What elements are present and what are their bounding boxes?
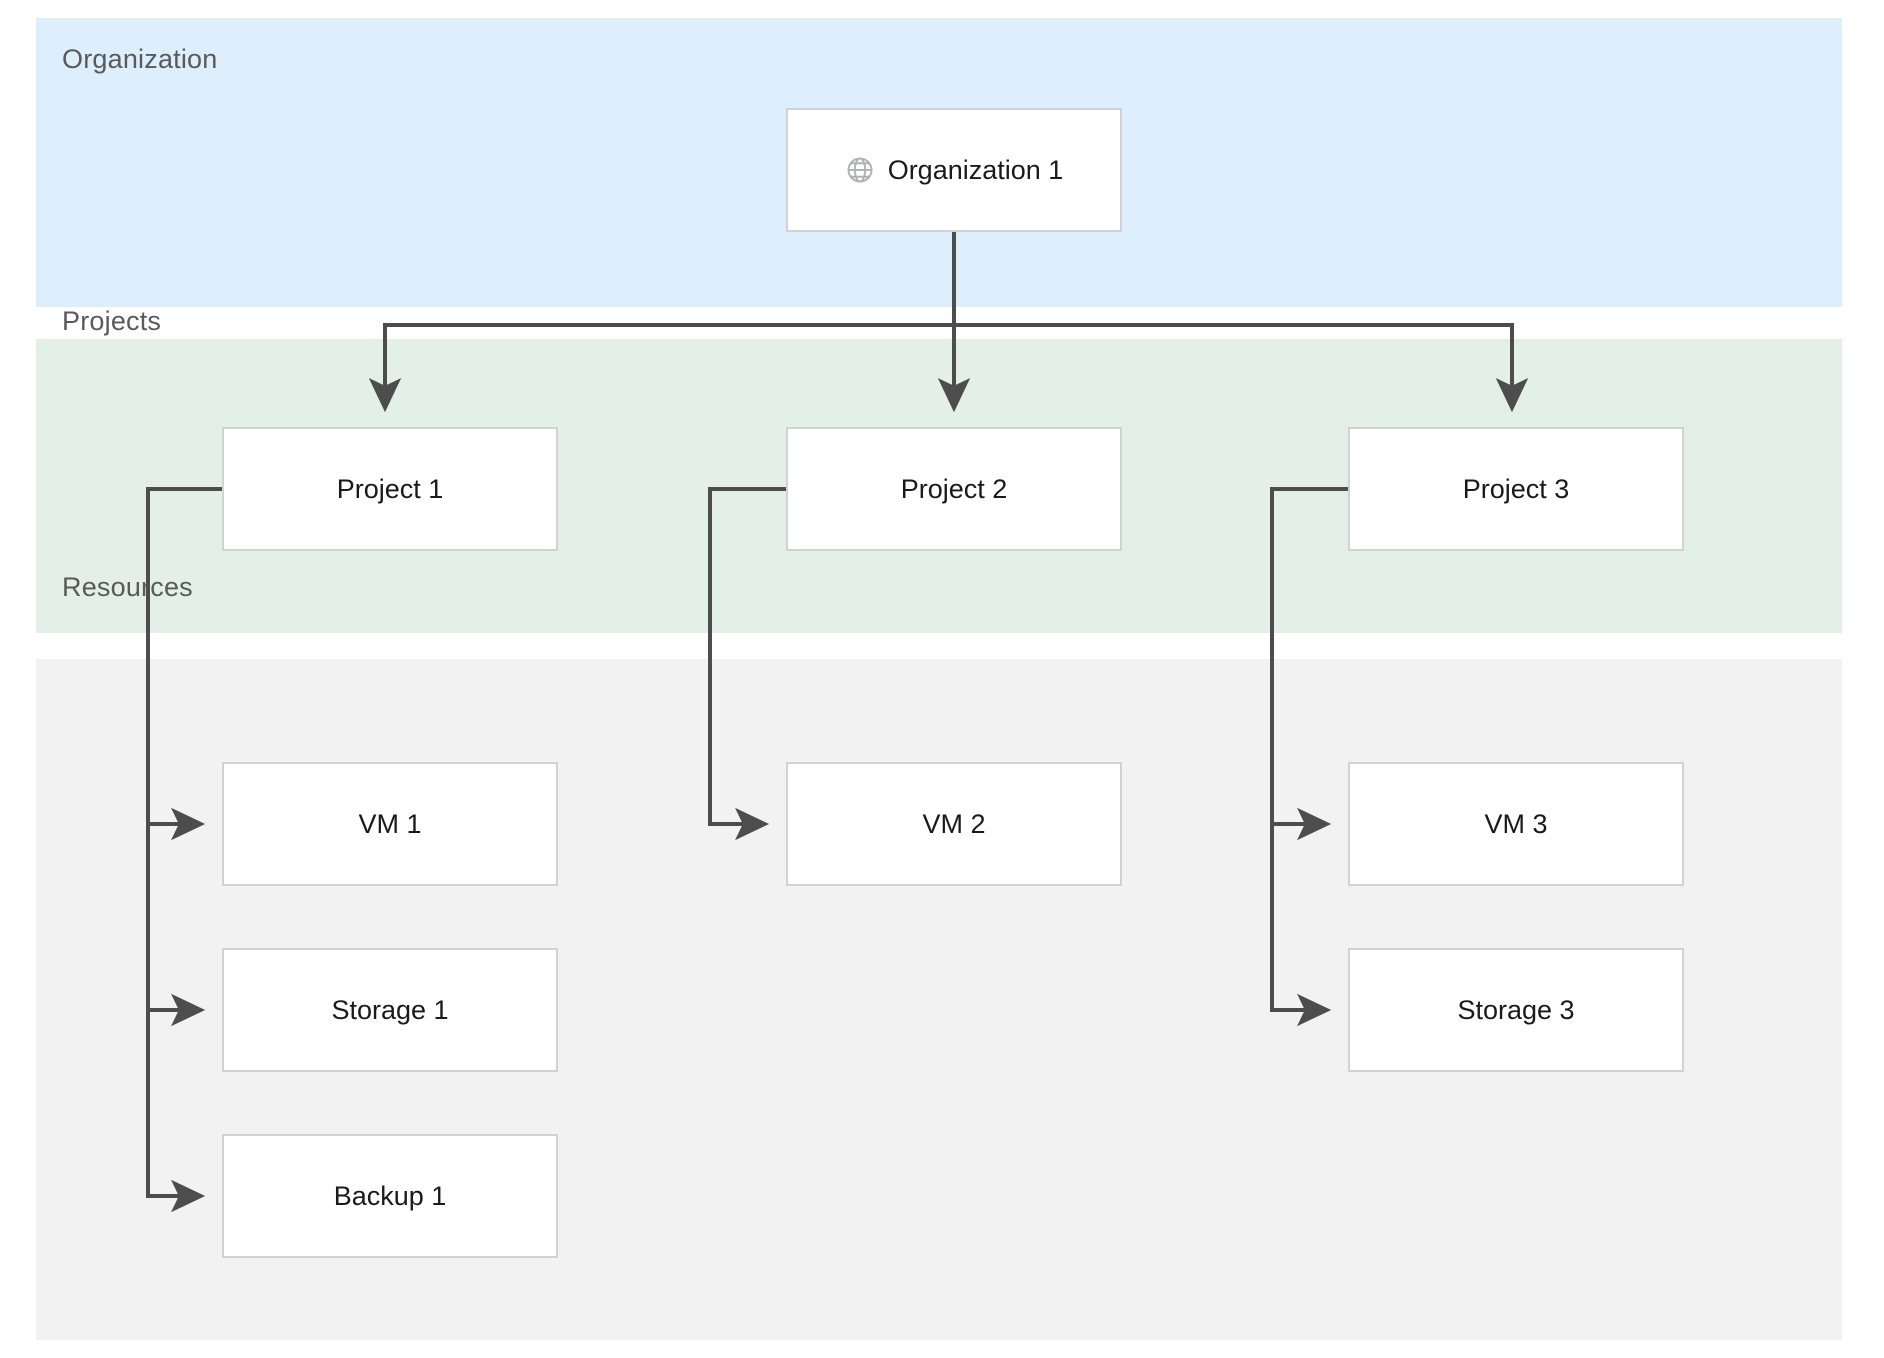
band-label-organization: Organization (62, 44, 218, 74)
node-storage-3[interactable]: Storage 3 (1348, 948, 1684, 1072)
node-project-1[interactable]: Project 1 (222, 427, 558, 551)
globe-icon (845, 155, 875, 185)
band-label-projects: Projects (62, 306, 162, 336)
node-label-project-1: Project 1 (336, 473, 444, 504)
node-label-backup-1: Backup 1 (333, 1180, 447, 1211)
node-project-3[interactable]: Project 3 (1348, 427, 1684, 551)
band-label-resources: Resources (62, 572, 193, 602)
node-project-2[interactable]: Project 2 (786, 427, 1122, 551)
node-label-vm-1: VM 1 (358, 808, 422, 839)
node-label-project-2: Project 2 (900, 473, 1008, 504)
node-label-vm-3: VM 3 (1484, 808, 1548, 839)
node-vm-2[interactable]: VM 2 (786, 762, 1122, 886)
node-backup-1[interactable]: Backup 1 (222, 1134, 558, 1258)
node-label-project-3: Project 3 (1462, 473, 1570, 504)
node-organization-1[interactable]: Organization 1 (786, 108, 1122, 232)
node-vm-3[interactable]: VM 3 (1348, 762, 1684, 886)
node-label-organization-1: Organization 1 (887, 154, 1064, 185)
node-label-vm-2: VM 2 (922, 808, 986, 839)
node-storage-1[interactable]: Storage 1 (222, 948, 558, 1072)
node-vm-1[interactable]: VM 1 (222, 762, 558, 886)
node-label-storage-1: Storage 1 (331, 994, 449, 1025)
node-label-storage-3: Storage 3 (1457, 994, 1575, 1025)
